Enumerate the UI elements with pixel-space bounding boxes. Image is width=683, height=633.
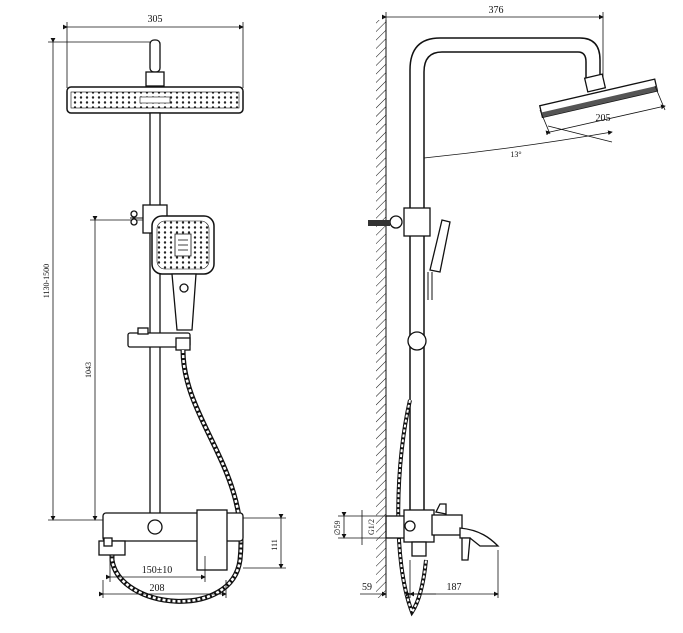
label-376: 376 xyxy=(489,5,504,16)
label-150: 150±10 xyxy=(142,565,173,576)
top-pipe xyxy=(149,39,161,73)
dim-head-diameter: 205 xyxy=(539,85,666,143)
label-305: 305 xyxy=(148,14,163,25)
side-mixer xyxy=(385,503,500,561)
label-187: 187 xyxy=(447,582,462,593)
front-view: 305 1130-1500 1043 xyxy=(42,14,286,604)
side-head-connector xyxy=(583,73,607,93)
label-208: 208 xyxy=(150,583,165,594)
side-diverter xyxy=(368,207,431,237)
label-1043: 1043 xyxy=(84,362,93,378)
dim-handshower-height: 1043 xyxy=(84,216,150,521)
wall-hatch xyxy=(376,20,386,598)
dim-projection: 376 xyxy=(382,5,604,80)
label-59: 59 xyxy=(362,582,372,593)
slide-holder xyxy=(127,327,191,351)
label-d59: ∅59 xyxy=(333,521,342,536)
label-205: 205 xyxy=(596,113,611,124)
hand-shower-head xyxy=(151,215,215,331)
dim-angle: 13° xyxy=(423,130,613,159)
dim-center-distance: 150±10 xyxy=(106,556,206,582)
side-pipe-inner xyxy=(423,51,587,520)
slide-bar xyxy=(149,112,161,521)
shower-arm-joint xyxy=(145,71,165,87)
dim-mixer-width: 208 xyxy=(99,580,227,598)
dim-total-height: 1130-1500 xyxy=(42,38,150,521)
dim-wall-offset: 59 187 xyxy=(360,550,499,598)
label-111: 111 xyxy=(270,539,279,550)
side-view: 376 205 13° xyxy=(333,5,666,617)
side-hand-shower xyxy=(427,219,451,300)
dim-width-top: 305 xyxy=(63,14,244,88)
label-1130-1500: 1130-1500 xyxy=(42,264,51,298)
side-hose xyxy=(396,399,428,617)
label-g12: G1/2 xyxy=(367,519,376,535)
dim-mixer-height: 111 xyxy=(243,514,286,569)
side-slide-holder xyxy=(407,331,427,351)
dim-inlet: ∅59 G1/2 xyxy=(333,510,392,545)
label-13deg: 13° xyxy=(510,150,521,159)
mixer-body xyxy=(98,509,244,571)
rain-shower-head xyxy=(66,86,244,114)
side-pipe-outer xyxy=(409,37,601,520)
